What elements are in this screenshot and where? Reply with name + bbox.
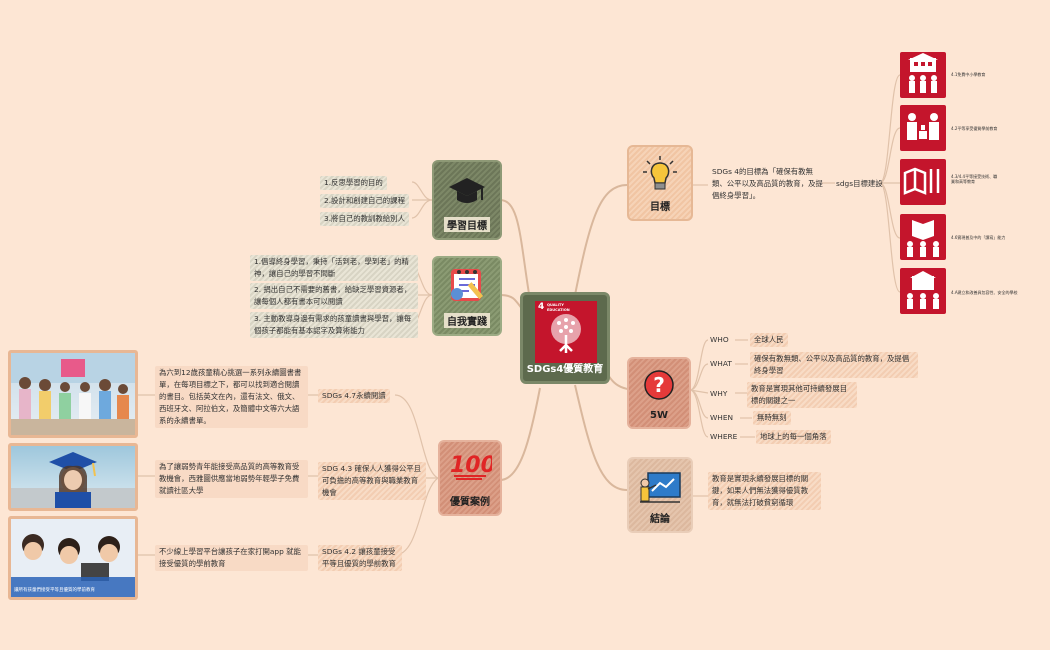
case-description: 為六到12歲孩童精心挑選一系列永續圖書書單，在每項目標之下，都可以找到適合閱讀的… [155,366,308,428]
sdg-target-label: 4.6實現普及中的「讀寫」能力 [951,235,1006,240]
topic-cases[interactable]: 100 優質案例 [438,440,502,516]
central-topic[interactable]: 4 QUALITY EDUCATION SDGs4優質教育 [520,292,610,384]
fivew-value: 教育是實現其他可持續發展目標的關鍵之一 [747,382,857,408]
case-label: SDG 4.3 確保人人獲得公平且可負擔的高等教育與職業教育機會 [318,462,426,500]
sdg-target-4-3-icon [900,159,946,205]
light-bulb-icon [642,155,678,196]
fivew-key: WHERE [710,432,738,441]
fivew-key: WHO [710,335,729,344]
graduation-cap-icon [448,176,486,209]
svg-text:100: 100 [450,453,492,478]
fivew-title: 5W [650,410,668,421]
goal-sub-label: sdgs目標建設 [836,179,883,188]
self-practice-item: 1.倡導終身學習，秉持「活到老，學到老」的精神，讓自己的學習不間斷 [250,255,418,281]
children-with-books-photo [8,350,138,438]
sdg-target-label: 4.2平等享受優質學前教育 [951,126,998,131]
topic-learning-goals[interactable]: 學習目標 [432,160,502,240]
fivew-key: WHAT [710,359,732,368]
fivew-key: WHEN [710,413,734,422]
fivew-value: 地球上的每一個角落 [756,430,831,444]
cases-title: 優質案例 [450,497,490,508]
learning-goals-title: 學習目標 [444,217,490,232]
fivew-value: 無時無刻 [753,411,791,425]
svg-text:?: ? [653,373,665,397]
sdg-target-4-1-icon [900,52,946,98]
central-title: SDGs4優質教育 [526,364,604,375]
conclusion-title: 結論 [650,514,670,525]
sdg-target-label: 4.3/4.4平等接受技術、職業和高等教育 [951,174,998,184]
fivew-key: WHY [710,389,728,398]
tree-icon [551,314,581,353]
checklist-icon [447,264,487,307]
teacher-board-icon [638,471,682,508]
question-mark-icon: ? [643,369,675,404]
kids-learning-online-photo: 讓所有孩童們接受平等且優質的學前教育 [8,516,138,600]
sdg4-badge: 4 QUALITY EDUCATION [535,301,597,363]
learning-goal-item: 3.將自己的教訓教給別人 [320,212,409,226]
photo-caption: 讓所有孩童們接受平等且優質的學前教育 [14,588,95,593]
self-practice-item: 3. 主動教導身邊有需求的孩童讀書與學習，讓每個孩子都能有基本認字及算術能力 [250,312,418,338]
topic-5w[interactable]: ? 5W [627,357,691,429]
goal-title: 目標 [650,202,670,213]
topic-goal[interactable]: 目標 [627,145,693,221]
hundred-points-icon: 100 [448,450,496,483]
sdg-target-label: 4.A建立和改善具包容性、安全的學校 [951,290,1018,295]
sdg-target-4-a-icon [900,268,946,314]
fivew-value: 確保有教無類、公平以及高品質的教育，及提倡終身學習 [750,352,918,378]
sdg-target-4-2-icon [900,105,946,151]
fivew-value: 全球人民 [750,333,788,347]
goal-description: SDGs 4的目標為「確保有教無類、公平以及高品質的教育，及提倡終身學習」。 [712,167,823,200]
sdg-target-label: 4.1免費中小學教育 [951,72,986,77]
topic-conclusion[interactable]: 結論 [627,457,693,533]
conclusion-description: 教育是實現永續發展目標的關鍵，如果人們無法獲得優質教育，就無法打破貧窮循環 [708,472,821,510]
learning-goal-item: 1.反思學習的目的 [320,176,387,190]
sdg-target-4-6-icon [900,214,946,260]
self-practice-title: 自我實踐 [444,313,490,328]
self-practice-item: 2. 捐出自己不需要的舊書，給缺乏學習資源者，讓每個人都有書本可以閱讀 [250,283,418,309]
graduate-photo [8,443,138,511]
topic-self-practice[interactable]: 自我實踐 [432,256,502,336]
case-label: SDGs 4.2 讓孩童接受平等且優質的學前教育 [318,545,402,571]
case-description: 不少線上學習平台讓孩子在家打開app 就能接受優質的學前教育 [155,545,308,571]
case-description: 為了讓弱勢青年能接受高品質的高等教育受教機會，西雅圖供應當地弱勢年輕學子免費就讀… [155,460,308,498]
case-label: SDGs 4.7永續閱讀 [318,389,390,403]
learning-goal-item: 2.設計和創建自己的課程 [320,194,409,208]
